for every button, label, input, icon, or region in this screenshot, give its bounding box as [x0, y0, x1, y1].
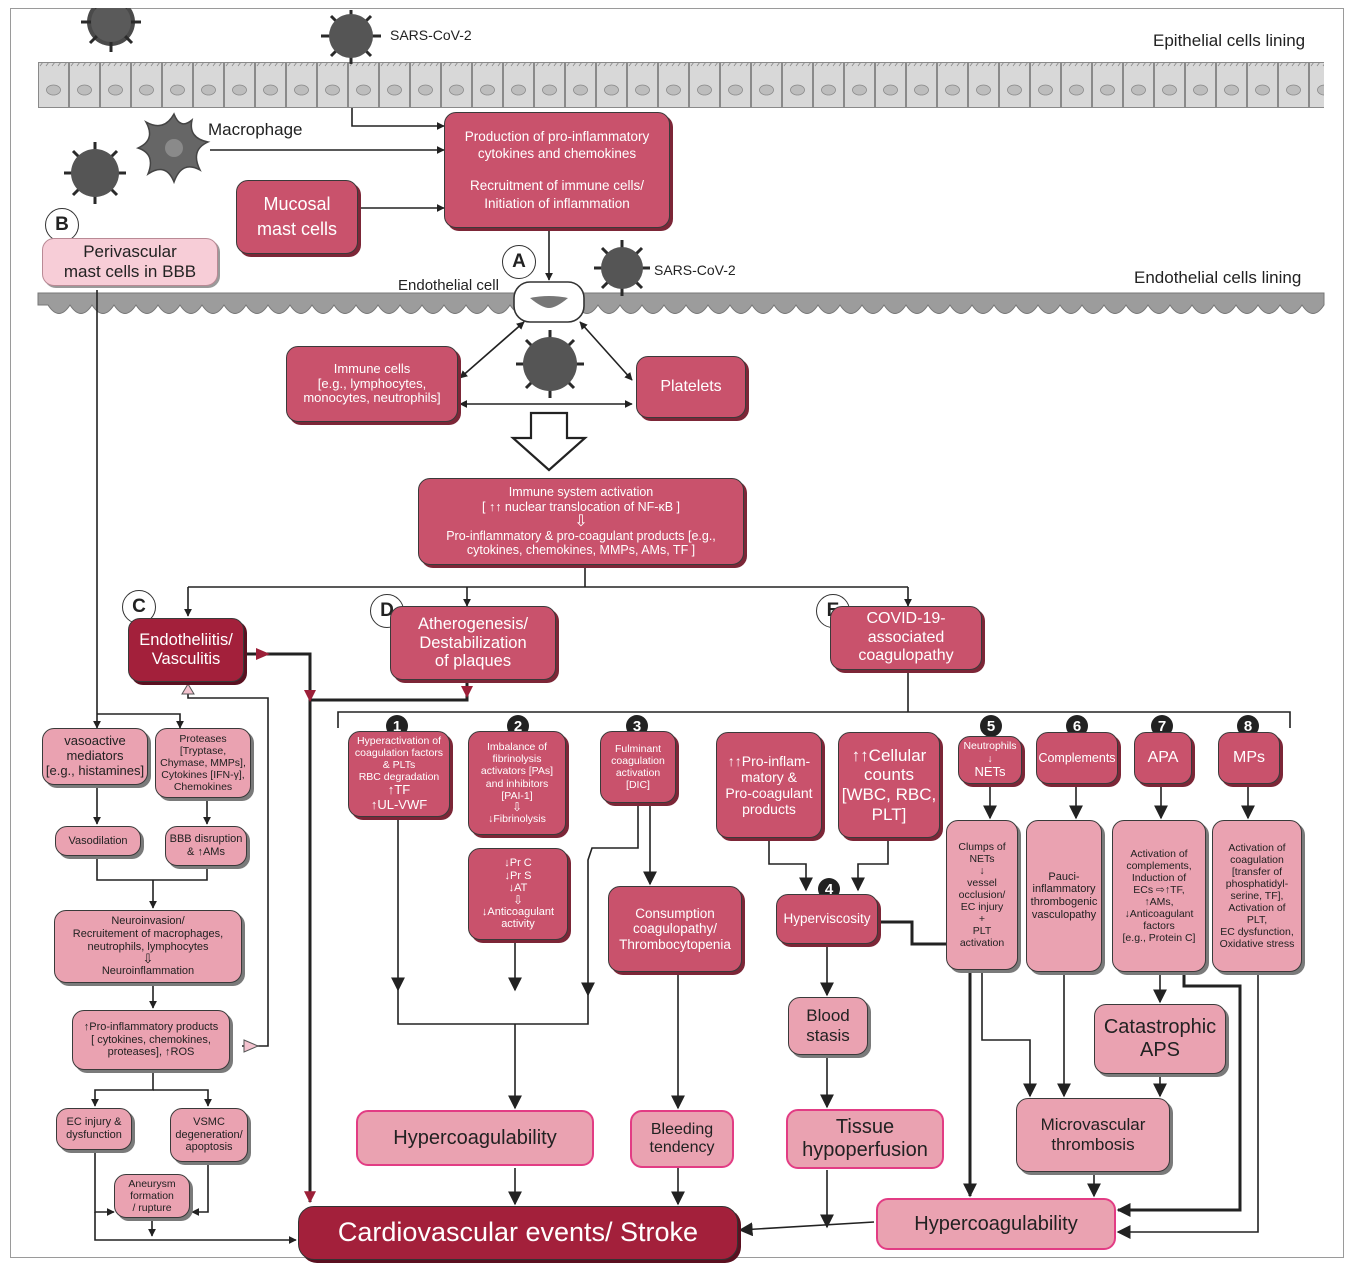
- consumption-coagulopathy-box: Consumption coagulopathy/ Thrombocytopen…: [608, 886, 742, 972]
- proteases-box: Proteases [Tryptase, Chymase, MMPs], Cyt…: [155, 728, 251, 798]
- marker-b: B: [45, 208, 79, 242]
- immune-cells-box: Immune cells [e.g., lymphocytes, monocyt…: [286, 346, 458, 422]
- mps-box: MPs: [1218, 732, 1280, 784]
- endotheliitis-box: Endotheliitis/ Vasculitis: [128, 618, 244, 682]
- production-box: Production of pro-inflammatory cytokines…: [444, 112, 670, 228]
- virus-icon: [81, 8, 141, 52]
- virus-icon: [321, 10, 381, 64]
- atherogenesis-box: Atherogenesis/ Destabilization of plaque…: [390, 606, 556, 680]
- marker-a: A: [502, 245, 536, 279]
- vasodilation-box: Vasodilation: [55, 826, 141, 856]
- coagulopathy-box: COVID-19- associated coagulopathy: [830, 606, 982, 670]
- hyperviscosity-box: Hyperviscosity: [776, 894, 878, 944]
- aneurysm-box: Aneurysm formation / rupture: [114, 1174, 190, 1218]
- microvascular-thrombosis-box: Microvascular thrombosis: [1016, 1098, 1170, 1172]
- hypercoagulability-box-2: Hypercoagulability: [876, 1198, 1116, 1250]
- bbb-disruption-box: BBB disruption & ↑AMs: [165, 826, 247, 866]
- mucosal-mast-cells-box: Mucosal mast cells: [236, 180, 358, 254]
- platelets-box: Platelets: [636, 356, 746, 418]
- neuroinvasion-box: Neuroinvasion/ Recruitement of macrophag…: [54, 910, 242, 983]
- ec-injury-box: EC injury & dysfunction: [56, 1108, 132, 1150]
- pauci-inflammatory-box: Pauci- inflammatory thrombogenic vasculo…: [1026, 820, 1102, 972]
- step-5-badge: 5: [980, 715, 1002, 737]
- neutrophils-box: Neutrophils ↓ NETs: [958, 736, 1022, 784]
- mps-activation-box: Activation of coagulation [transfer of p…: [1212, 820, 1302, 972]
- step-6-badge: 6: [1066, 715, 1088, 737]
- virus-icon: [594, 240, 650, 296]
- vsmc-box: VSMC degeneration/ apoptosis: [170, 1108, 248, 1162]
- big-down-arrow: [510, 411, 588, 472]
- pro-inflammatory-products-box: ↑Pro-inflammatory products [ cytokines, …: [72, 1010, 230, 1070]
- cardiovascular-events-box: Cardiovascular events/ Stroke: [298, 1206, 738, 1260]
- epithelial-lining: [38, 62, 1324, 108]
- nets-clumps-box: Clumps of NETs ↓ vessel occlusion/ EC in…: [946, 820, 1018, 970]
- fibrinolysis-box: Imbalance of fibrinolysis activators [PA…: [468, 731, 566, 835]
- sars-label: SARS-CoV-2: [390, 27, 472, 43]
- sars-label: SARS-CoV-2: [654, 262, 736, 278]
- virus-icon: [64, 142, 126, 204]
- epithelial-label: Epithelial cells lining: [1153, 31, 1306, 50]
- catastrophic-aps-box: Catastrophic APS: [1094, 1004, 1226, 1074]
- endothelial-lining: [37, 292, 1325, 314]
- endothelial-lining-label: Endothelial cells lining: [1134, 268, 1302, 287]
- hypercoagulability-box: Hypercoagulability: [356, 1110, 594, 1166]
- complements-box: Complements: [1036, 732, 1118, 784]
- anticoagulant-box: ↓Pr C ↓Pr S ↓AT ⇩ ↓Anticoagulant activit…: [468, 848, 568, 940]
- bleeding-tendency-box: Bleeding tendency: [630, 1110, 734, 1168]
- cellular-counts-box: ↑↑Cellular counts [WBC, RBC, PLT]: [838, 732, 940, 838]
- tissue-hypoperfusion-box: Tissue hypoperfusion: [786, 1109, 944, 1169]
- blood-stasis-box: Blood stasis: [788, 997, 868, 1055]
- macrophage-label: Macrophage: [208, 120, 303, 139]
- fulminant-coagulation-box: Fulminant coagulation activation [DIC]: [600, 731, 676, 803]
- step-7-badge: 7: [1151, 715, 1173, 737]
- apa-box: APA: [1134, 732, 1192, 784]
- perivascular-mast-cells-box: Perivascular mast cells in BBB: [42, 238, 218, 286]
- hyperactivation-box: Hyperactivation of coagulation factors &…: [348, 731, 450, 817]
- pro-inflammatory-coagulant-box: ↑↑Pro-inflam- matory & Pro-coagulant pro…: [716, 732, 822, 838]
- immune-activation-box: Immune system activation [ ↑↑ nuclear tr…: [418, 478, 744, 565]
- vasoactive-box: vasoactive mediators [e.g., histamines]: [42, 728, 148, 785]
- macrophage-icon: [135, 112, 211, 185]
- virus-icon: [516, 330, 584, 398]
- endothelial-cell-label: Endothelial cell: [398, 277, 499, 294]
- step-8-badge: 8: [1237, 715, 1259, 737]
- apa-activation-box: Activation of complements, Induction of …: [1112, 820, 1206, 972]
